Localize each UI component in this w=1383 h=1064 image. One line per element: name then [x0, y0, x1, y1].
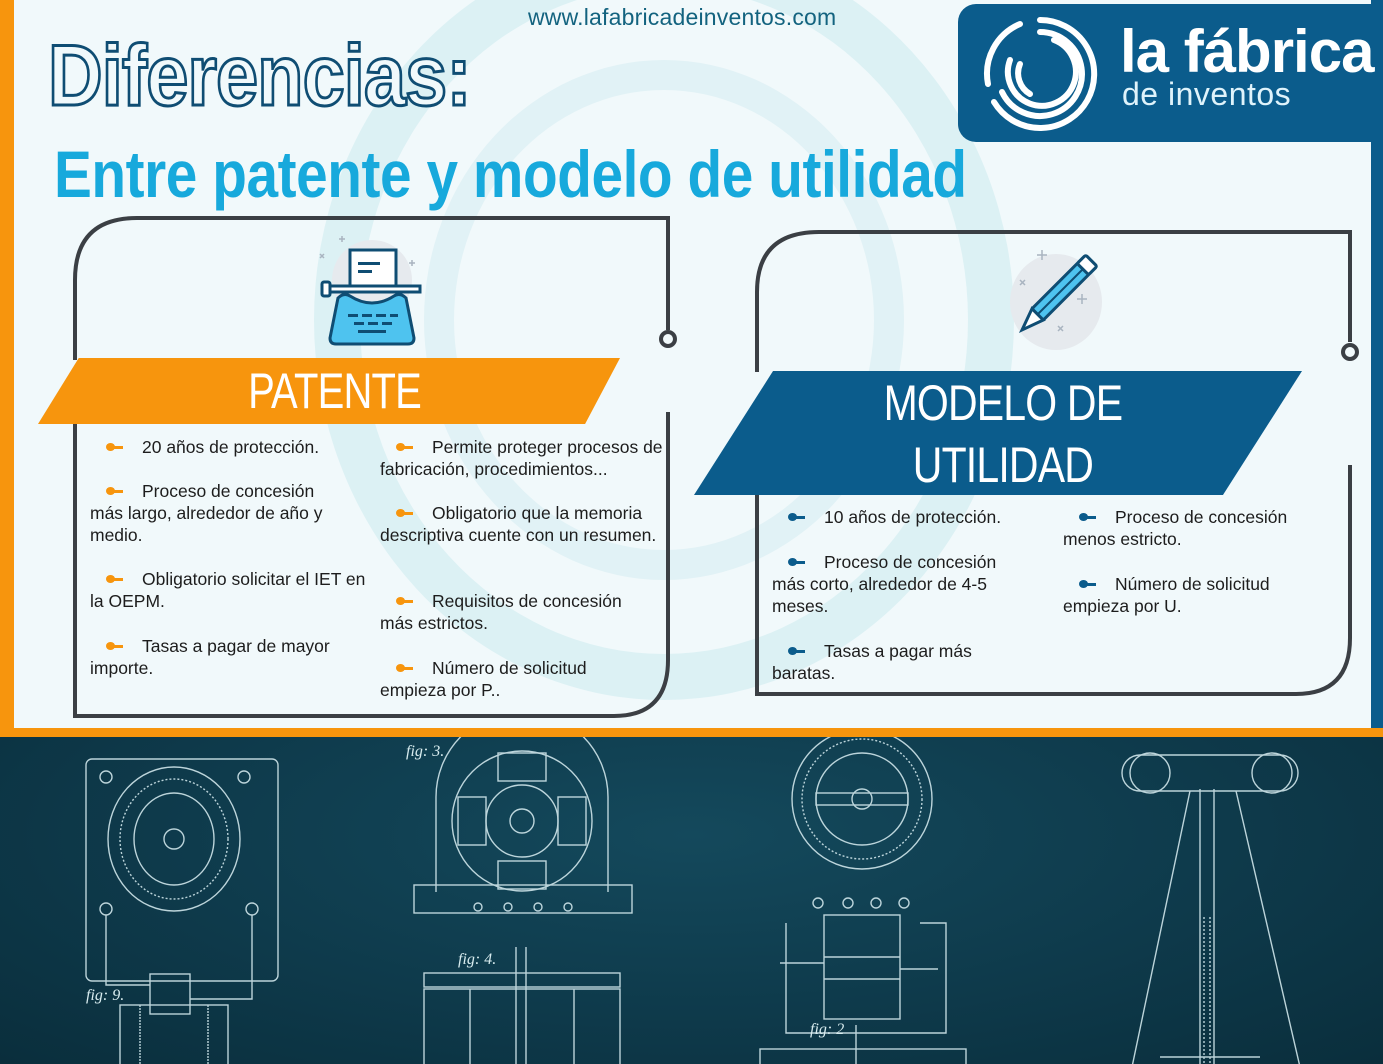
modelo-item: Tasas a pagar más baratas. [772, 641, 972, 683]
ribbon-background [694, 371, 1302, 495]
patente-item: 20 años de protección. [90, 436, 375, 458]
brand-tagline: de inventos [1122, 76, 1292, 112]
modelo-heading-line1: MODELO DE [883, 375, 1123, 431]
pin-bullet-icon [788, 647, 806, 655]
ribbon-background [38, 358, 620, 424]
brand-logo[interactable]: la fábrica de inventos [958, 4, 1383, 142]
pin-bullet-icon [1079, 580, 1097, 588]
pin-bullet-icon [788, 513, 806, 521]
modelo-frame-lines [755, 230, 1359, 696]
pin-bullet-icon [106, 487, 124, 495]
pin-bullet-icon [396, 664, 414, 672]
figure-label: fig: 3. [406, 743, 445, 760]
patente-item: Número de solicitud empieza por P.. [380, 658, 587, 700]
patente-item: Permite proteger procesos de fabricación… [380, 437, 663, 479]
right-brand-rail [1371, 0, 1383, 728]
patente-card-frame [14, 0, 714, 728]
pin-bullet-icon [396, 443, 414, 451]
pin-bullet-icon [106, 642, 124, 650]
patente-item: Proceso de concesión más largo, alrededo… [90, 481, 323, 545]
infographic-panel: www.lafabricadeinventos.com Diferencias:… [0, 0, 1383, 737]
brand-name: la fábrica [1120, 18, 1374, 85]
pin-bullet-icon [396, 509, 414, 517]
patente-item: Requisitos de concesión más estrictos. [380, 591, 622, 633]
figure-label: fig: 9. [86, 987, 125, 1004]
figure-label: fig: 4. [458, 951, 497, 968]
pin-bullet-icon [106, 575, 124, 583]
pin-bullet-icon [396, 597, 414, 605]
blueprint-drawings [85, 737, 1301, 1064]
patente-heading-ribbon: PATENTE [38, 358, 620, 424]
patente-frame-lines [73, 216, 677, 718]
modelo-item: Número de solicitud empieza por U. [1063, 574, 1270, 616]
modelo-heading-line2: UTILIDAD [912, 437, 1094, 493]
website-url[interactable]: www.lafabricadeinventos.com [528, 4, 837, 30]
modelo-item: Proceso de concesión más corto, alrededo… [772, 552, 997, 616]
pin-bullet-icon [106, 443, 124, 451]
patente-item: Tasas a pagar de mayor importe. [90, 636, 330, 678]
modelo-heading-ribbon: MODELO DE UTILIDAD [694, 371, 1302, 495]
page-title: Diferencias: [47, 27, 473, 126]
patente-item: Obligatorio solicitar el IET en la OEPM. [90, 569, 366, 611]
page-subtitle: Entre patente y modelo de utilidad [54, 137, 967, 211]
modelo-card-frame [14, 0, 1383, 728]
modelo-item: Proceso de concesión menos estricto. [1063, 507, 1288, 549]
modelo-item: 10 años de protección. [772, 506, 1057, 528]
figure-label: fig: 2 [810, 1021, 845, 1038]
patente-heading: PATENTE [248, 363, 422, 419]
typewriter-icon [310, 230, 430, 355]
concentric-circle-arcs-icon [984, 16, 1098, 131]
pencil-icon [998, 244, 1108, 359]
blueprint-background-image: fig: 9. fig: 3. fig: 4. fig: 2 [0, 737, 1383, 1064]
patente-item: Obligatorio que la memoria descriptiva c… [380, 503, 657, 545]
pin-bullet-icon [1079, 513, 1097, 521]
pin-bullet-icon [788, 558, 806, 566]
